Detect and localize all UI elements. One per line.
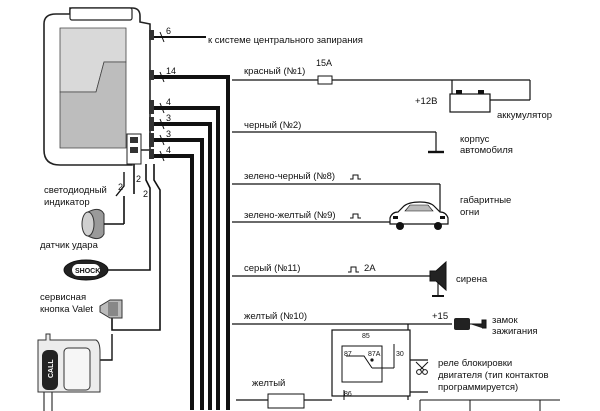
call-badge: CALL — [48, 359, 55, 378]
call-module — [37, 333, 101, 411]
shock-sensor-icon — [81, 196, 125, 240]
ignition-label-2: зажигания — [492, 326, 538, 337]
unit-connector-pins — [149, 30, 154, 159]
ignition-key-icon — [454, 318, 487, 330]
ignition-label-1: замок — [492, 315, 518, 326]
body-label-2: автомобиля — [460, 145, 513, 156]
wire-count-valet: 2 — [143, 189, 148, 199]
plus15-label: +15 — [432, 311, 448, 322]
wire-count-4: 4 — [166, 145, 171, 155]
scissors-icon — [415, 361, 429, 375]
black-wire-circuit — [232, 131, 444, 154]
led-label-1: светодиодный — [44, 185, 107, 196]
wire-count-central: 6 — [166, 26, 171, 36]
grey-wire-circuit — [232, 266, 430, 277]
black-wire-label: черный (№2) — [244, 120, 301, 131]
wire-count-1: 4 — [166, 97, 171, 107]
plus12-label: +12В — [415, 96, 437, 107]
green-black-label: зелено-черный (№8) — [244, 171, 335, 182]
relay-label-3: программируется) — [438, 382, 518, 393]
relay-pin-86: 86 — [344, 391, 352, 398]
red-wire-label: красный (№1) — [244, 66, 305, 77]
green-black-wire-circuit — [232, 174, 441, 214]
yellow-wire-label: желтый (№10) — [244, 311, 307, 322]
wire-count-main: 14 — [166, 66, 176, 76]
bottom-contacts — [419, 399, 560, 411]
relay-pin-30: 30 — [396, 351, 404, 358]
control-unit — [43, 7, 151, 166]
shock-module — [63, 259, 109, 281]
grey-wire-label: серый (№11) — [244, 263, 300, 274]
car-icon — [389, 201, 449, 230]
led-label-2: индикатор — [44, 197, 90, 208]
wire-tick-marks — [159, 31, 165, 162]
valet-button-icon — [99, 299, 123, 319]
body-label-1: корпус — [460, 134, 490, 145]
fuse-icon — [317, 75, 333, 85]
green-yellow-wire-circuit — [232, 213, 390, 223]
battery-label: аккумулятор — [497, 110, 552, 121]
siren-icon — [429, 260, 447, 297]
relay-label-1: реле блокировки — [438, 358, 512, 369]
battery-icon — [449, 90, 491, 113]
green-yellow-label: зелено-желтый (№9) — [244, 210, 336, 221]
siren-label: сирена — [456, 274, 488, 285]
relay-label-2: двигателя (тип контактов — [438, 370, 549, 381]
parking-label-2: огни — [460, 207, 479, 218]
relay-pin-87: 87 — [344, 351, 352, 358]
shock-badge: SHOCK — [75, 268, 100, 275]
fuse-label: 15A — [316, 58, 332, 68]
valet-label-2: кнопка Valet — [40, 304, 93, 315]
wire-count-3: 3 — [166, 129, 171, 139]
wire-count-led: 2 — [118, 182, 123, 192]
siren-current-label: 2A — [364, 263, 376, 274]
red-wire-circuit: красный (№1) 15A — [232, 58, 531, 101]
bottom-fuse-icon — [267, 393, 305, 409]
valet-label-1: сервисная — [40, 292, 86, 303]
wire-count-shock: 2 — [136, 174, 141, 184]
relay-pin-87a: 87A — [368, 351, 381, 358]
parking-label-1: габаритные — [460, 195, 511, 206]
wire-count-2: 3 — [166, 113, 171, 123]
wire-bundle — [100, 36, 230, 410]
yellow-bottom-label: желтый — [252, 378, 285, 389]
shock-sensor-label: датчик удара — [40, 240, 99, 251]
relay-pin-85: 85 — [362, 333, 370, 340]
relay-block — [236, 329, 428, 401]
central-lock-label: к системе центрального запирания — [208, 35, 363, 46]
